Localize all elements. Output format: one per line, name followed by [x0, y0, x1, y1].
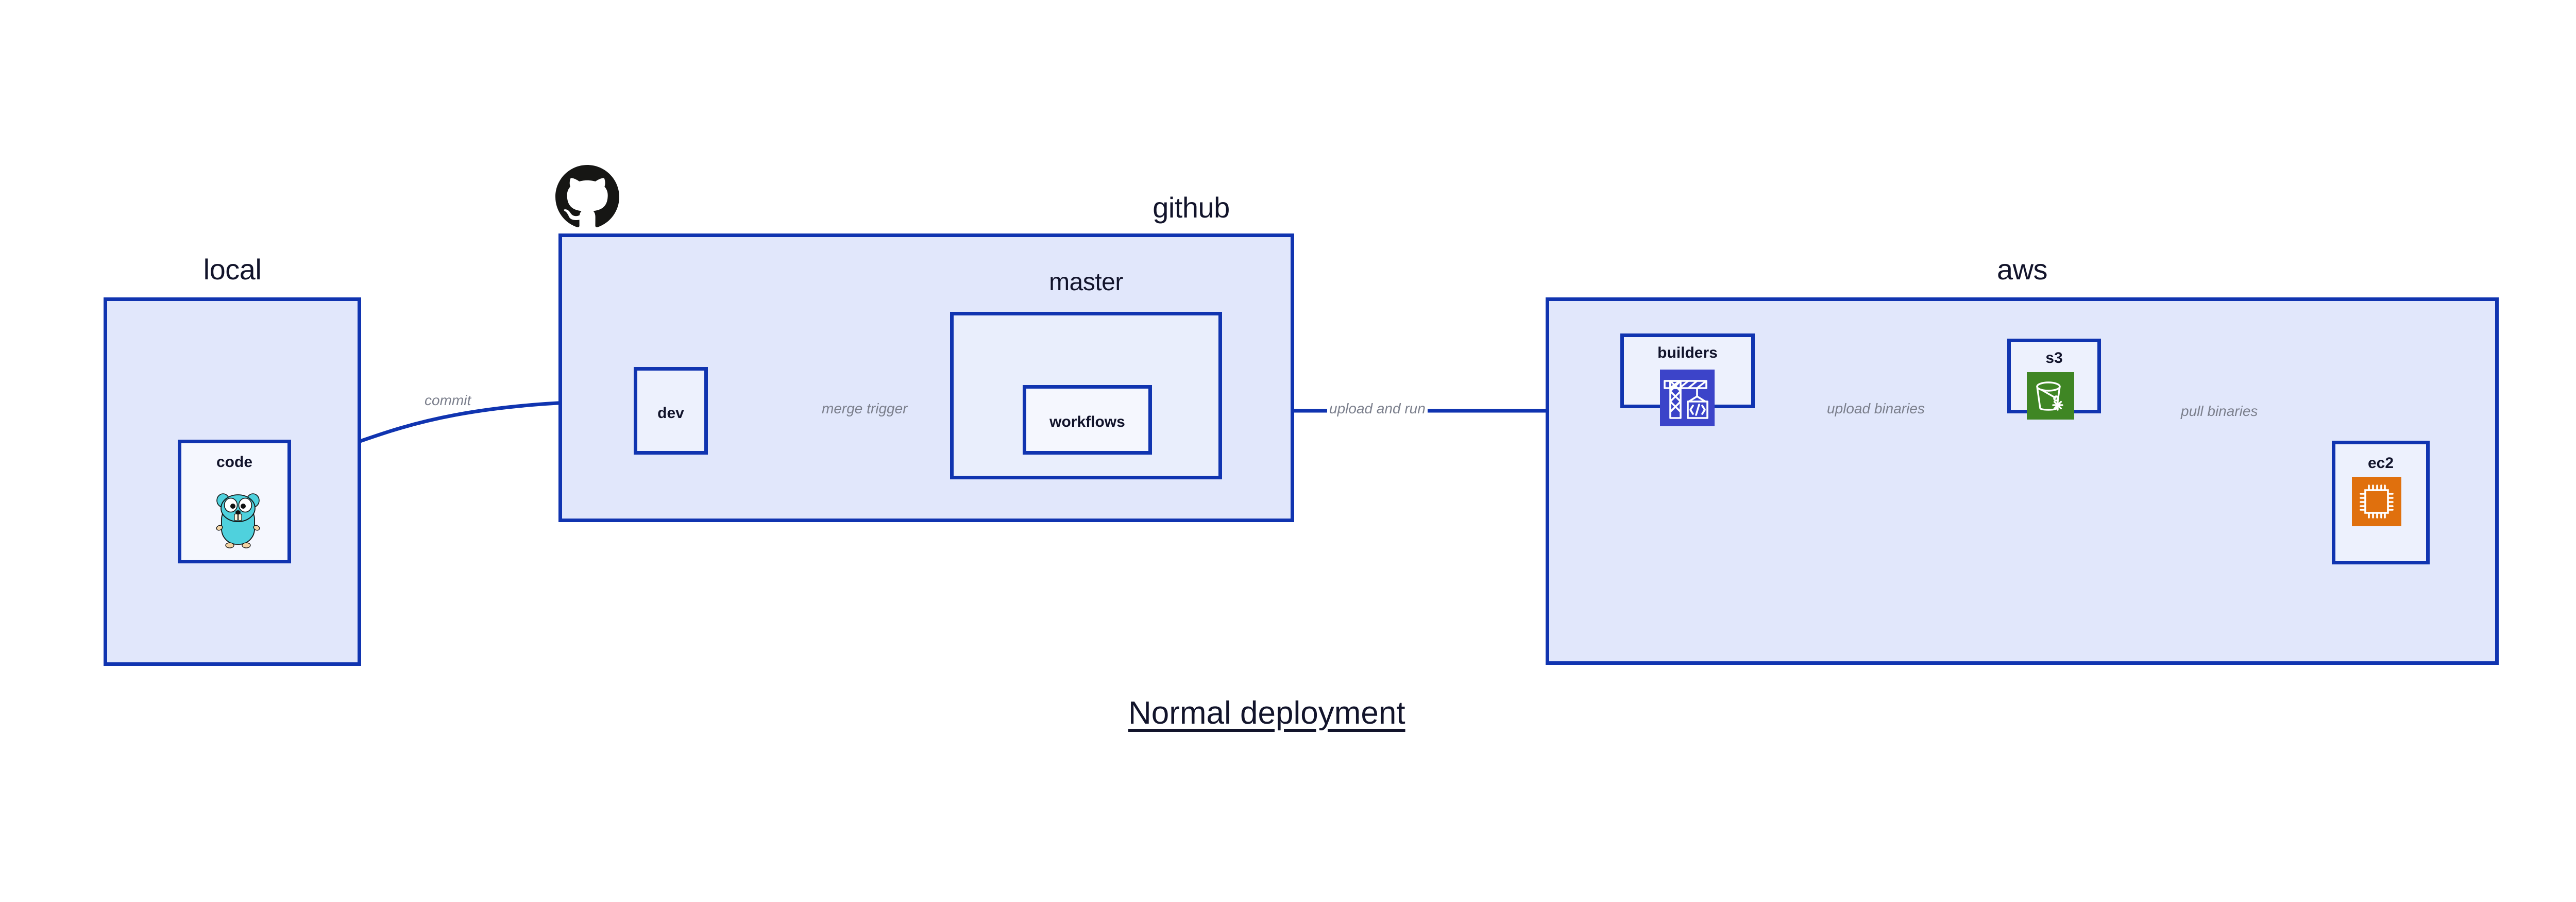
github-octocat-logo: [555, 165, 619, 229]
group-label-aws: aws: [1996, 253, 2048, 286]
node-box-dev[interactable]: dev: [634, 367, 708, 455]
node-label-dev: dev: [657, 405, 684, 422]
group-label-local: local: [203, 253, 262, 286]
node-label-s3: s3: [2045, 349, 2063, 366]
edge-label-upload-binaries: upload binaries: [1825, 400, 1927, 417]
node-label-code: code: [216, 454, 253, 471]
edge-label-upload-and-run: upload and run: [1327, 400, 1428, 417]
node-box-code[interactable]: code: [178, 440, 291, 563]
node-box-workflows[interactable]: workflows: [1023, 385, 1152, 455]
group-label-master: master: [1049, 269, 1123, 296]
aws-s3-bucket-icon: [2027, 372, 2074, 420]
edge-label-pull-binaries: pull binaries: [2179, 403, 2260, 420]
aws-ec2-chip-icon: [2352, 477, 2401, 526]
diagram-title: Normal deployment: [1128, 695, 1405, 731]
edge-label-merge-trigger: merge trigger: [820, 400, 910, 417]
node-label-workflows: workflows: [1049, 413, 1125, 430]
aws-codebuild-crane-icon: [1660, 370, 1715, 426]
node-label-ec2: ec2: [2367, 455, 2394, 472]
group-label-github: github: [1153, 191, 1230, 224]
node-label-builders: builders: [1657, 344, 1718, 361]
go-gopher-icon: [211, 483, 265, 550]
edge-label-commit: commit: [422, 392, 473, 409]
